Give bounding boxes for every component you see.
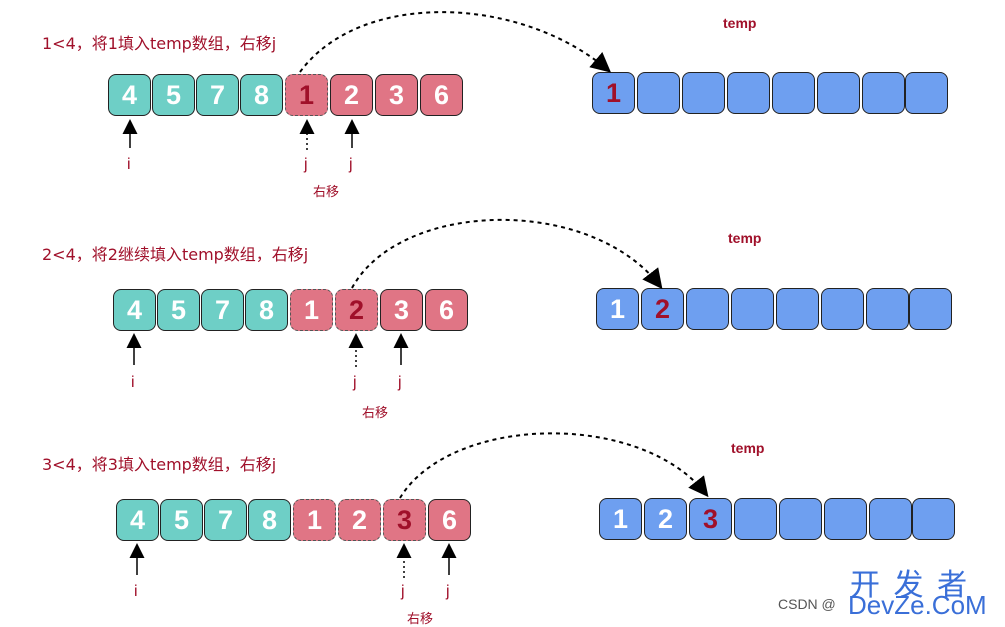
array-cell-current: 2 bbox=[335, 289, 378, 331]
step-title: 2<4，将2继续填入temp数组，右移j bbox=[42, 245, 309, 264]
array-cell: 8 bbox=[240, 74, 283, 116]
array-cell: 7 bbox=[201, 289, 244, 331]
move-label: 右移 bbox=[407, 612, 434, 627]
array-cell: 8 bbox=[245, 289, 288, 331]
step-2: 2<4，将2继续填入temp数组，右移j temp 4 5 7 8 1 2 3 … bbox=[0, 0, 1005, 421]
pointer-i: i bbox=[134, 583, 138, 600]
step-title: 1<4，将1填入temp数组，右移j bbox=[42, 34, 277, 53]
array-cell-current: 1 bbox=[285, 74, 328, 116]
move-label: 右移 bbox=[362, 406, 389, 421]
temp-cell bbox=[727, 72, 770, 114]
array-cell: 2 bbox=[330, 74, 373, 116]
pointer-j-old: j bbox=[401, 583, 405, 600]
pointer-j-old: j bbox=[353, 374, 357, 391]
temp-cell: 1 bbox=[599, 498, 642, 540]
temp-cell bbox=[912, 498, 955, 540]
pointer-i: i bbox=[127, 156, 131, 173]
array-cell: 3 bbox=[375, 74, 418, 116]
watermark-csdn: CSDN @ bbox=[778, 596, 836, 612]
temp-cell bbox=[905, 72, 948, 114]
temp-cell bbox=[772, 72, 815, 114]
temp-cell bbox=[686, 288, 729, 330]
watermark: 开 发 者 CSDN @ DevZe.CoM bbox=[778, 560, 1003, 624]
array-cell: 4 bbox=[116, 499, 159, 541]
arrow-graphics bbox=[122, 11, 612, 150]
array-cell: 6 bbox=[420, 74, 463, 116]
watermark-brand-cn: 开 发 者 bbox=[850, 568, 970, 603]
move-label: 右移 bbox=[313, 185, 340, 200]
array-cell: 6 bbox=[428, 499, 471, 541]
array-cell-used: 2 bbox=[338, 499, 381, 541]
temp-label: temp bbox=[728, 230, 762, 246]
array-cell-current: 3 bbox=[383, 499, 426, 541]
array-cell: 5 bbox=[152, 74, 195, 116]
temp-cell bbox=[866, 288, 909, 330]
temp-cell: 1 bbox=[596, 288, 639, 330]
temp-cell bbox=[821, 288, 864, 330]
temp-label: temp bbox=[723, 15, 757, 31]
temp-cell bbox=[909, 288, 952, 330]
temp-cell bbox=[779, 498, 822, 540]
temp-cell: 3 bbox=[689, 498, 732, 540]
temp-cell bbox=[731, 288, 774, 330]
array-cell: 8 bbox=[248, 499, 291, 541]
temp-cell bbox=[869, 498, 912, 540]
array-cell: 7 bbox=[204, 499, 247, 541]
pointer-j-new: j bbox=[446, 583, 450, 600]
temp-cell bbox=[637, 72, 680, 114]
temp-cell bbox=[682, 72, 725, 114]
array-cell: 6 bbox=[425, 289, 468, 331]
pointer-i: i bbox=[131, 374, 135, 391]
array-cell: 4 bbox=[108, 74, 151, 116]
array-cell: 3 bbox=[380, 289, 423, 331]
step-title: 3<4，将3填入temp数组，右移j bbox=[42, 455, 277, 474]
temp-cell bbox=[824, 498, 867, 540]
temp-cell bbox=[734, 498, 777, 540]
array-cell: 5 bbox=[157, 289, 200, 331]
array-cell-used: 1 bbox=[290, 289, 333, 331]
temp-cell bbox=[817, 72, 860, 114]
array-cell: 4 bbox=[113, 289, 156, 331]
temp-cell: 2 bbox=[641, 288, 684, 330]
temp-label: temp bbox=[731, 440, 765, 456]
watermark-brand-en: DevZe.CoM bbox=[848, 590, 987, 620]
temp-cell bbox=[862, 72, 905, 114]
array-cell-used: 1 bbox=[293, 499, 336, 541]
pointer-j-old: j bbox=[304, 156, 308, 173]
temp-cell bbox=[776, 288, 819, 330]
pointer-j-new: j bbox=[349, 156, 353, 173]
temp-cell: 1 bbox=[592, 72, 635, 114]
pointer-j-new: j bbox=[398, 374, 402, 391]
step-1: 1<4，将1填入temp数组，右移j temp 4 5 7 8 1 2 3 6 … bbox=[0, 0, 1005, 210]
temp-cell: 2 bbox=[644, 498, 687, 540]
array-cell: 7 bbox=[196, 74, 239, 116]
array-cell: 5 bbox=[160, 499, 203, 541]
